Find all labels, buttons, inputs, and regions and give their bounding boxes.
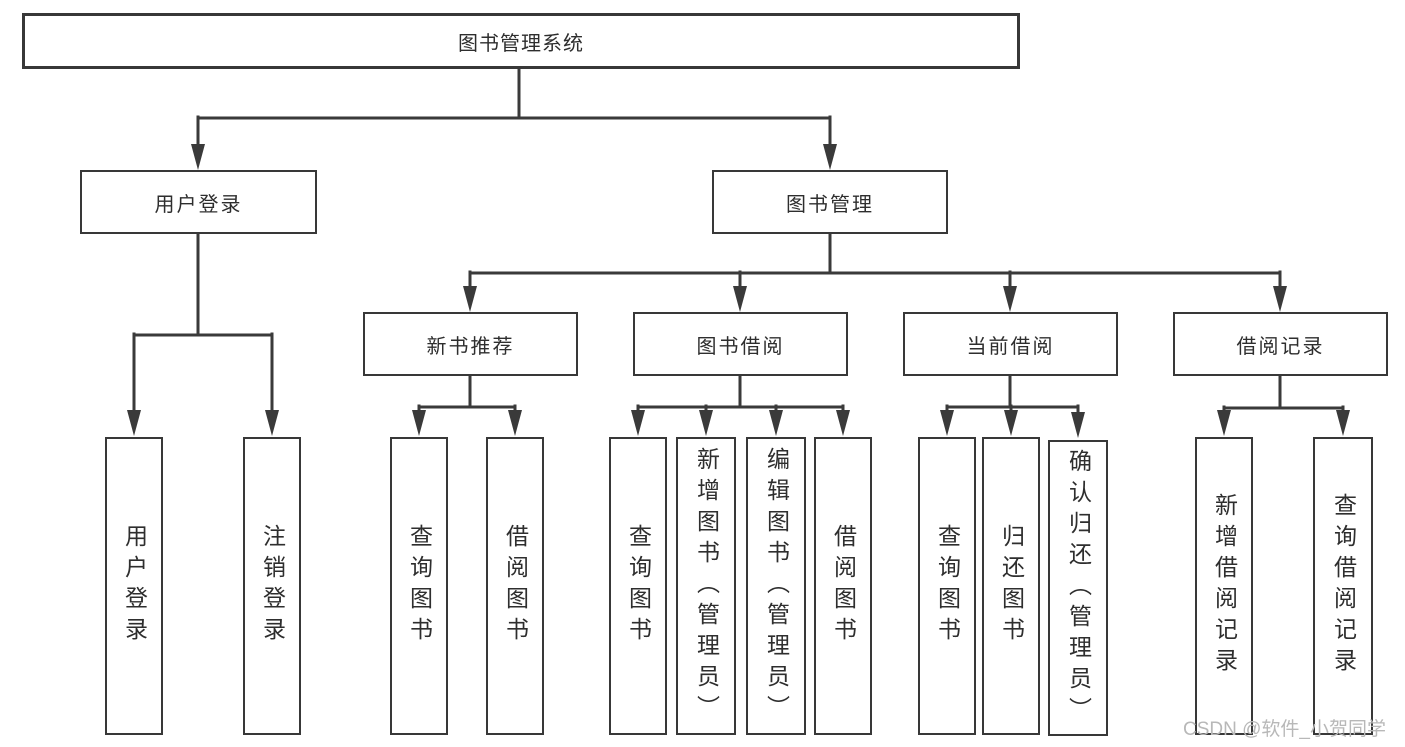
node-leaf-borrow-books-2: 借阅图书 xyxy=(814,437,872,735)
node-leaf-user-login: 用户登录 xyxy=(105,437,163,735)
node-leaf-return-books: 归还图书 xyxy=(982,437,1040,735)
arrowhead xyxy=(265,410,279,436)
arrowhead xyxy=(631,410,645,436)
node-label: 图书管理 xyxy=(786,193,874,216)
node-label: 借阅记录 xyxy=(1236,335,1325,358)
arrowhead xyxy=(699,410,713,436)
connector-bookmgmt-to-level3 xyxy=(468,232,1282,291)
node-label: 编辑图书（管理员） xyxy=(763,446,790,726)
node-leaf-query-books-3: 查询图书 xyxy=(918,437,976,735)
node-label: 新书推荐 xyxy=(426,335,515,358)
arrowhead xyxy=(1217,410,1231,436)
arrowhead xyxy=(1071,412,1085,438)
node-leaf-edit-books-admin: 编辑图书（管理员） xyxy=(746,437,806,735)
arrowhead xyxy=(508,410,522,436)
node-leaf-query-books-2: 查询图书 xyxy=(609,437,667,735)
node-label: 借阅图书 xyxy=(502,524,529,648)
node-label: 查询图书 xyxy=(625,524,652,648)
node-new-book-recommendation: 新书推荐 xyxy=(363,312,578,376)
arrowhead xyxy=(1336,410,1350,436)
arrowhead xyxy=(940,410,954,436)
arrowhead xyxy=(191,144,205,170)
connector-borrow-to-leaves xyxy=(636,374,845,415)
connector-newbook-to-leaves xyxy=(417,374,517,415)
node-label: 注销登录 xyxy=(259,524,286,648)
node-label: 查询借阅记录 xyxy=(1330,493,1357,679)
node-current-borrowing: 当前借阅 xyxy=(903,312,1118,376)
connector-current-to-leaves xyxy=(945,374,1080,415)
arrowhead xyxy=(836,410,850,436)
arrowhead xyxy=(823,144,837,170)
node-label: 查询图书 xyxy=(406,524,433,648)
node-leaf-borrow-books-1: 借阅图书 xyxy=(486,437,544,735)
arrowhead xyxy=(463,286,477,312)
arrowheads xyxy=(127,144,1350,438)
node-label: 当前借阅 xyxy=(966,335,1055,358)
node-label: 确认归还（管理员） xyxy=(1065,448,1092,728)
node-leaf-logout: 注销登录 xyxy=(243,437,301,735)
node-leaf-query-borrow-record: 查询借阅记录 xyxy=(1313,437,1373,735)
node-leaf-query-books-1: 查询图书 xyxy=(390,437,448,735)
node-leaf-add-borrow-record: 新增借阅记录 xyxy=(1195,437,1253,735)
node-book-borrowing: 图书借阅 xyxy=(633,312,848,376)
node-label: 新增图书（管理员） xyxy=(693,446,720,726)
arrowhead xyxy=(412,410,426,436)
node-borrowing-records: 借阅记录 xyxy=(1173,312,1388,376)
node-label: 图书借阅 xyxy=(696,335,785,358)
node-label: 借阅图书 xyxy=(830,524,857,648)
connector-records-to-leaves xyxy=(1222,374,1345,415)
node-label: 图书管理系统 xyxy=(458,32,584,55)
arrowhead xyxy=(1004,410,1018,436)
node-user-login-branch: 用户登录 xyxy=(80,170,317,234)
arrowhead xyxy=(769,410,783,436)
node-label: 用户登录 xyxy=(154,193,243,216)
connector-root-to-level2 xyxy=(196,67,832,150)
csdn-watermark: CSDN @软件_小贺同学 xyxy=(1183,719,1386,740)
connector-userlogin-to-leaves xyxy=(132,232,274,414)
arrowhead xyxy=(733,286,747,312)
node-label: 查询图书 xyxy=(934,524,961,648)
node-leaf-confirm-return-admin: 确认归还（管理员） xyxy=(1048,440,1108,736)
node-leaf-add-books-admin: 新增图书（管理员） xyxy=(676,437,736,735)
node-library-management-system: 图书管理系统 xyxy=(22,13,1020,69)
arrowhead xyxy=(1003,286,1017,312)
node-book-management-branch: 图书管理 xyxy=(712,170,948,234)
arrowhead xyxy=(1273,286,1287,312)
node-label: 归还图书 xyxy=(998,524,1025,648)
node-label: 新增借阅记录 xyxy=(1211,493,1238,679)
node-label: 用户登录 xyxy=(121,524,148,648)
arrowhead xyxy=(127,410,141,436)
